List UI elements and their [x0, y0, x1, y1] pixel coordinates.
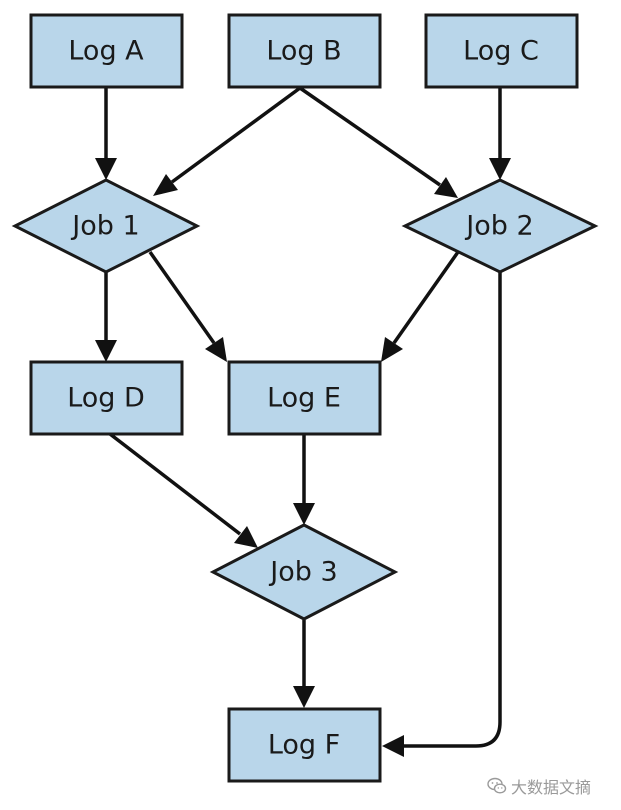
node-job-2-label: Job 2: [464, 211, 533, 242]
edge-log-d-job-3: [108, 432, 242, 536]
arrowhead-log-e-from-job-2: [381, 337, 403, 362]
edge-log-b-job-1: [170, 86, 302, 184]
node-log-b: Log B: [227, 13, 382, 89]
node-job-3-diamond: [209, 523, 399, 621]
arrowhead-job-3-from-log-d: [234, 526, 258, 548]
node-job-2-diamond: [401, 178, 599, 274]
node-log-a: Log A: [29, 13, 184, 89]
arrowhead-log-d-from-job-1: [95, 340, 117, 362]
edge-log-b-job-2: [299, 86, 441, 187]
watermark: 大数据文摘: [487, 774, 591, 798]
node-job-3-label: Job 3: [268, 557, 337, 588]
nodes: Log A Log B Log C Job 1 Job 2 Log D Log …: [11, 13, 599, 783]
edge-job-2-log-e: [392, 250, 460, 345]
edge-job-1-log-e: [148, 250, 216, 345]
arrowhead-job-2-from-log-b: [434, 177, 458, 198]
node-log-c-box: [424, 13, 579, 89]
node-log-a-label: Log A: [68, 36, 144, 67]
arrowhead-log-e-from-job-1: [205, 337, 227, 362]
node-log-e-label: Log E: [267, 383, 341, 414]
node-job-1-diamond: [11, 178, 201, 274]
node-log-e: Log E: [227, 360, 382, 436]
arrowhead-job-2-from-log-c: [489, 158, 511, 180]
node-job-3: Job 3: [209, 523, 399, 621]
node-job-1: Job 1: [11, 178, 201, 274]
node-log-e-box: [227, 360, 382, 436]
node-log-c-label: Log C: [463, 36, 539, 67]
node-log-b-box: [227, 13, 382, 89]
arrowhead-job-1-from-log-b: [153, 174, 178, 196]
node-log-f-box: [227, 707, 382, 783]
node-log-d-box: [29, 360, 184, 436]
node-log-b-label: Log B: [266, 36, 341, 67]
node-log-c: Log C: [424, 13, 579, 89]
arrowhead-log-f-from-job-2: [382, 735, 404, 757]
node-job-2: Job 2: [401, 178, 599, 274]
node-log-d: Log D: [29, 360, 184, 436]
edge-job-2-log-f: [404, 272, 502, 748]
wechat-icon: [487, 777, 507, 794]
arrowhead-job-3-from-log-e: [293, 503, 315, 525]
node-log-f-label: Log F: [268, 730, 340, 761]
edges: [95, 86, 511, 757]
arrowhead-job-1-from-log-a: [95, 158, 117, 180]
arrowhead-log-f-from-job-3: [293, 686, 315, 708]
node-log-f: Log F: [227, 707, 382, 783]
node-log-d-label: Log D: [67, 383, 145, 414]
node-job-1-label: Job 1: [70, 211, 139, 242]
watermark-text: 大数据文摘: [510, 778, 591, 797]
node-log-a-box: [29, 13, 184, 89]
